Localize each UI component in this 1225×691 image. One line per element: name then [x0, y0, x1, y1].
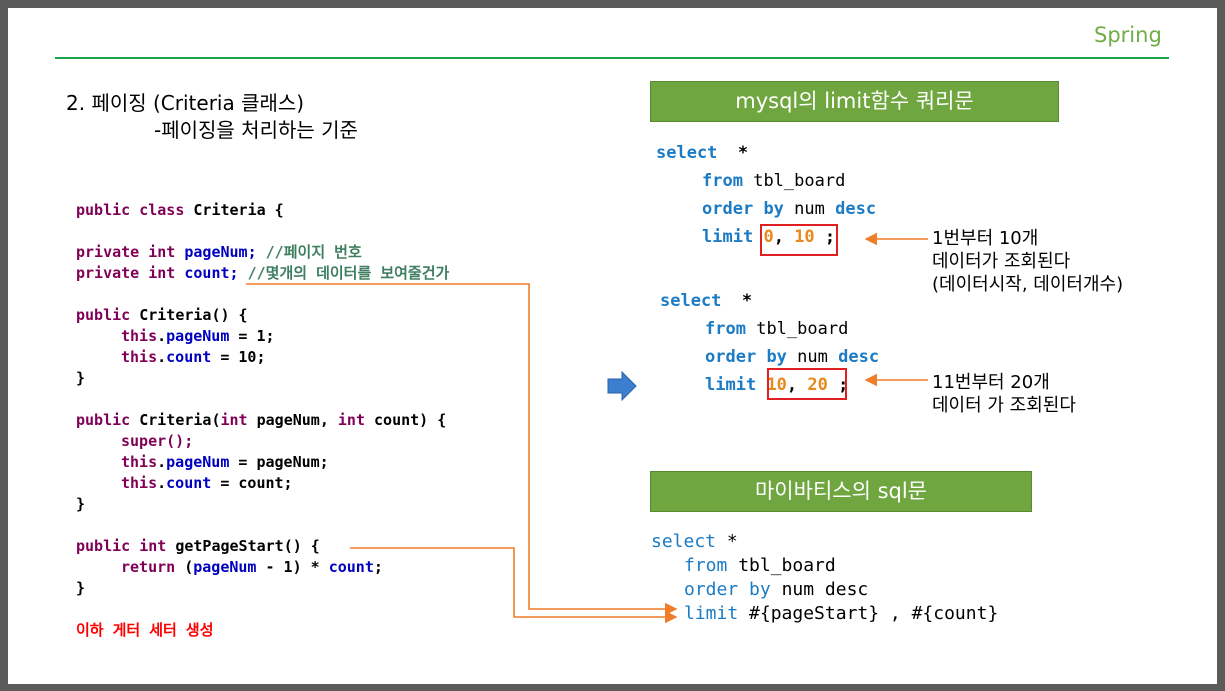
q2-order-line: order by num desc	[705, 347, 880, 367]
note-1-line-2: 데이터가 조회된다	[932, 251, 1071, 272]
mb-order-line: order by num desc	[684, 579, 869, 600]
mb-select-line: select *	[651, 531, 738, 552]
limit-values-highlight-2	[767, 368, 847, 400]
code-line-ctor2-body2: this.count = count;	[121, 474, 293, 492]
code-line-super: super();	[121, 432, 194, 450]
q1-from-line: from tbl_board	[702, 171, 846, 191]
mb-from-line: from tbl_board	[684, 555, 836, 576]
code-line-close2: }	[76, 495, 86, 513]
brand-label: Spring	[1094, 23, 1162, 47]
q1-order-line: order by num desc	[702, 199, 877, 219]
code-line-class: public class Criteria {	[76, 201, 284, 219]
code-line-ctor1: public Criteria() {	[76, 306, 248, 324]
code-line-close3: }	[76, 579, 86, 597]
count-to-limit-arrow	[246, 283, 678, 616]
connector-arrows	[246, 232, 928, 624]
q2-select-line: select *	[660, 291, 753, 311]
code-line-return: return (pageNum - 1) * count;	[121, 558, 383, 576]
slide: Spring 2. 페이징 (Criteria 클래스) -페이징을 처리하는 …	[8, 8, 1217, 684]
limit-values-highlight-1	[760, 224, 838, 256]
code-line-close1: }	[76, 369, 86, 387]
q1-select-line: select *	[656, 143, 749, 163]
code-line-ctor1-body1: this.pageNum = 1;	[121, 327, 275, 345]
q1-limit-line: limit 0, 10 ;	[702, 227, 836, 247]
q2-limit-line: limit 10, 20 ;	[705, 375, 849, 395]
code-line-ctor2-body1: this.pageNum = pageNum;	[121, 453, 329, 471]
q2-from-line: from tbl_board	[705, 319, 849, 339]
slide-title: 2. 페이징 (Criteria 클래스)	[66, 91, 305, 115]
slide-subtitle: -페이징을 처리하는 기준	[154, 118, 358, 142]
mybatis-section-header: 마이바티스의 sql문	[650, 471, 1032, 512]
note-2-line-1: 11번부터 20개	[932, 372, 1050, 393]
footer-note: 이하 게터 세터 생성	[76, 621, 214, 639]
note-2-line-2: 데이터 가 조회된다	[932, 395, 1076, 416]
pagestart-to-limit-arrow	[350, 547, 678, 624]
code-line-getpagestart: public int getPageStart() {	[76, 537, 320, 555]
note-1-line-1: 1번부터 10개	[932, 228, 1039, 249]
code-line-ctor2: public Criteria(int pageNum, int count) …	[76, 411, 447, 429]
mysql-section-header: mysql의 limit함수 쿼리문	[650, 81, 1059, 122]
code-line-field-count: private int count; //몇개의 데이터를 보여줄건가	[76, 264, 450, 282]
code-line-field-pagenum: private int pageNum; //페이지 번호	[76, 243, 362, 261]
header-divider	[55, 57, 1169, 59]
right-arrow-icon	[607, 371, 637, 401]
code-line-ctor1-body2: this.count = 10;	[121, 348, 266, 366]
note-1-line-3: (데이터시작, 데이터개수)	[932, 274, 1124, 295]
mb-limit-line: limit #{pageStart} , #{count}	[684, 603, 999, 624]
